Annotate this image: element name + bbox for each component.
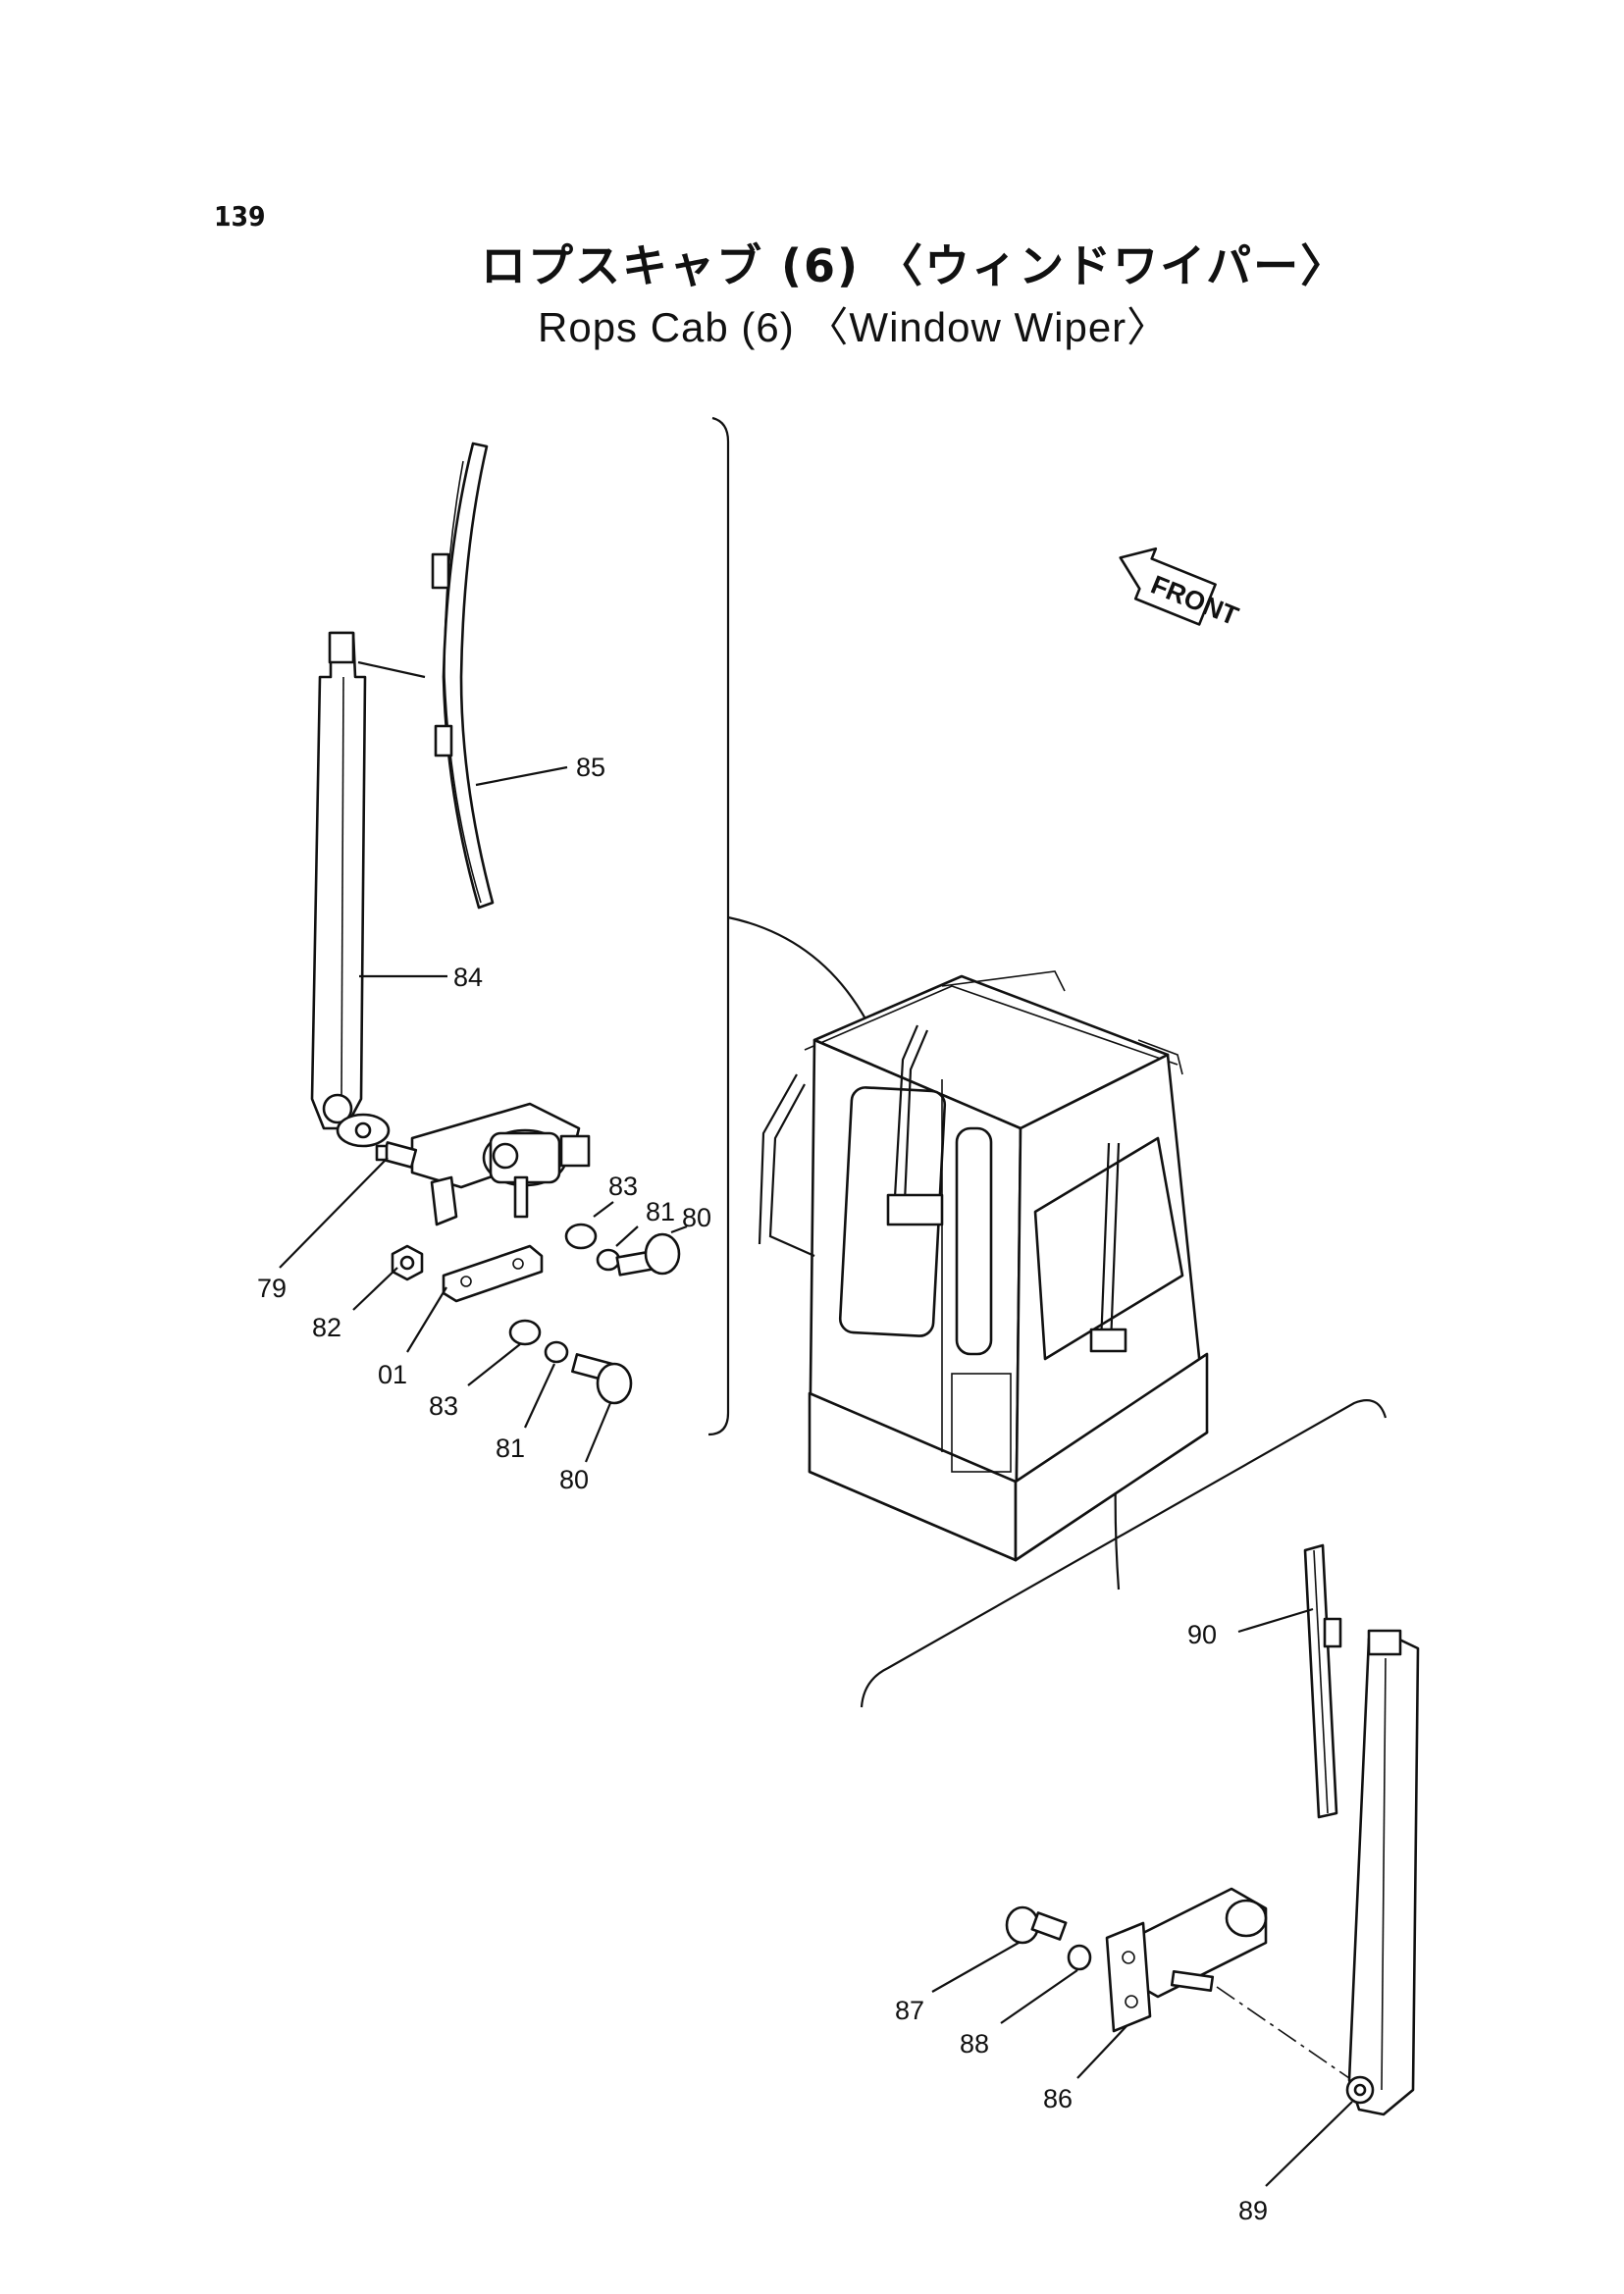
callout-90: 90 bbox=[1187, 1620, 1217, 1649]
washer-83-upper bbox=[564, 1223, 598, 1250]
callout-79: 79 bbox=[257, 1274, 287, 1303]
lock-washer-81-upper bbox=[596, 1248, 621, 1272]
title-japanese: ロプスキャブ (6) 〈ウィンドワイパー〉 bbox=[481, 239, 1348, 292]
callout-83-lower: 83 bbox=[429, 1391, 458, 1421]
callout-82: 82 bbox=[312, 1313, 341, 1342]
page-number: 139 bbox=[214, 200, 266, 233]
callout-88: 88 bbox=[960, 2029, 989, 2059]
front-arrow-icon: FRONT bbox=[1119, 547, 1243, 631]
bolt-87 bbox=[1005, 1905, 1068, 1945]
wiper-motor-upper bbox=[410, 1102, 591, 1226]
callout-84: 84 bbox=[453, 963, 483, 992]
nut-82 bbox=[391, 1244, 424, 1281]
title-english: Rops Cab (6) 〈Window Wiper〉 bbox=[538, 304, 1170, 350]
group-bracket-left bbox=[707, 416, 730, 1436]
callout-85: 85 bbox=[576, 753, 605, 782]
callout-80-upper: 80 bbox=[682, 1203, 711, 1232]
wiper-blade-90 bbox=[1303, 1543, 1342, 1819]
bolt-80-upper bbox=[615, 1232, 681, 1277]
bolt-80-lower bbox=[571, 1353, 633, 1405]
washer-88 bbox=[1067, 1944, 1092, 1971]
wiper-arm-89 bbox=[1345, 1629, 1420, 2116]
callout-01: 01 bbox=[378, 1360, 407, 1389]
wiper-arm-84 bbox=[310, 631, 426, 1148]
callout-81-upper: 81 bbox=[646, 1197, 675, 1226]
wiper-blade-85 bbox=[431, 442, 495, 910]
group-bracket-right bbox=[860, 1399, 1388, 1708]
part-79-shaft bbox=[375, 1141, 418, 1169]
callout-89: 89 bbox=[1238, 2196, 1268, 2225]
lock-washer-81-lower bbox=[544, 1340, 569, 1364]
callout-81-lower: 81 bbox=[496, 1434, 525, 1463]
plate-01 bbox=[442, 1244, 544, 1303]
rops-cab bbox=[758, 970, 1209, 1562]
callout-87: 87 bbox=[895, 1996, 924, 2025]
callout-83-upper: 83 bbox=[608, 1172, 638, 1201]
leader-lines bbox=[279, 765, 1353, 2187]
callout-86: 86 bbox=[1043, 2084, 1073, 2113]
wiper-motor-86 bbox=[1105, 1887, 1350, 2079]
washer-83-lower bbox=[508, 1319, 542, 1346]
callout-80-lower: 80 bbox=[559, 1465, 589, 1494]
